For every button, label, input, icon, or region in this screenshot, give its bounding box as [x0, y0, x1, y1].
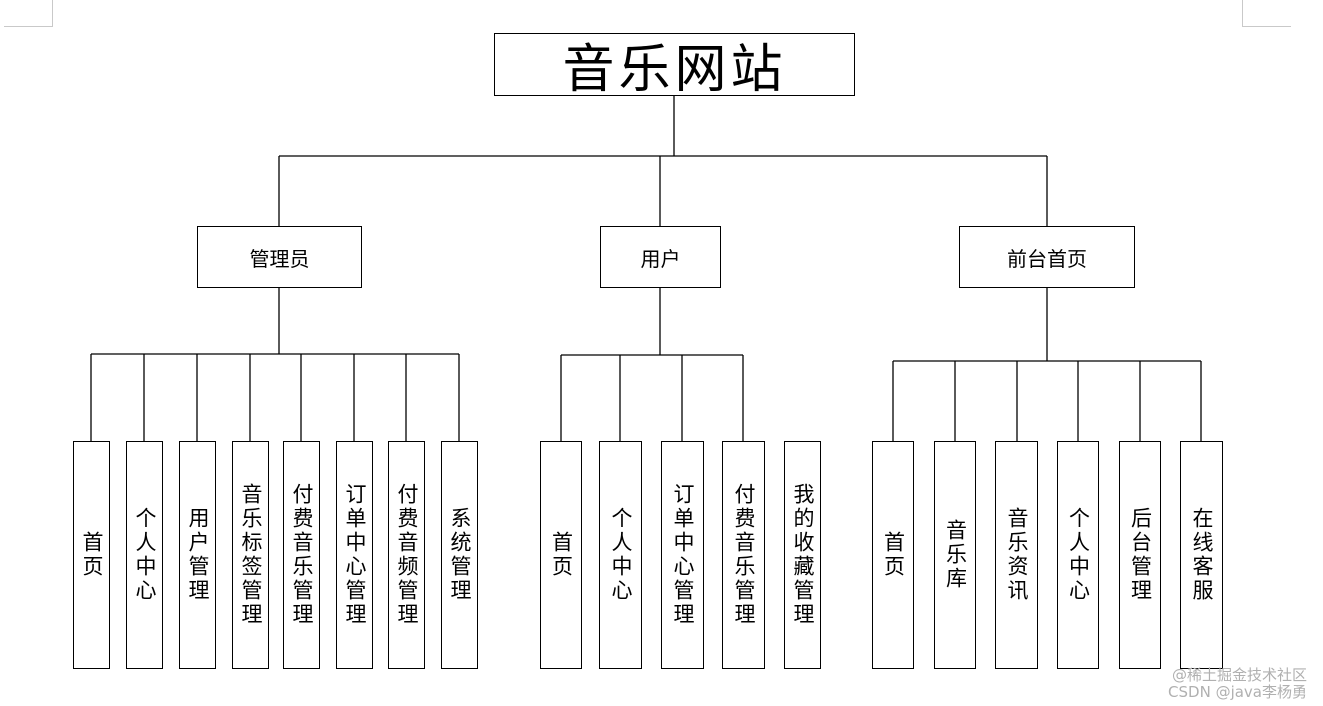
leaf-node-label: 音乐资讯: [1005, 507, 1029, 603]
leaf-node-label: 音乐标签管理: [239, 483, 263, 627]
leaf-node: 系统管理: [441, 441, 478, 669]
leaf-node-label: 用户管理: [186, 507, 210, 603]
leaf-node-label: 订单中心管理: [343, 483, 367, 627]
leaf-node-label: 首页: [549, 531, 574, 579]
root-node-title: 音乐网站: [494, 33, 855, 100]
root-node-label: 音乐网站: [562, 40, 787, 100]
leaf-node-label: 个人中心: [609, 507, 633, 603]
leaf-node-label: 系统管理: [448, 507, 472, 603]
leaf-node-label: 付费音频管理: [395, 483, 419, 627]
leaf-node-label: 个人中心: [133, 507, 157, 603]
leaf-node: 付费音频管理: [388, 441, 425, 669]
leaf-node-label: 付费音乐管理: [732, 483, 756, 627]
leaf-node-label: 订单中心管理: [671, 483, 695, 627]
group-node-admin: 管理员: [197, 226, 362, 288]
leaf-node-label: 个人中心: [1066, 507, 1091, 603]
group-node-user: 用户: [600, 226, 721, 288]
leaf-node: 付费音乐管理: [283, 441, 320, 669]
corner-mark-top-right: [1242, 0, 1291, 27]
leaf-node-label: 我的收藏管理: [791, 483, 815, 627]
group-node-label: 用户: [640, 246, 681, 271]
corner-mark-top-left: [4, 0, 53, 27]
leaf-node: 订单中心管理: [336, 441, 373, 669]
watermark-juejin: @稀土掘金技术社区: [1171, 666, 1307, 684]
leaf-node: 用户管理: [179, 441, 216, 669]
leaf-node: 音乐资讯: [995, 441, 1038, 669]
leaf-node: 我的收藏管理: [784, 441, 821, 669]
leaf-node: 首页: [872, 441, 914, 669]
group-node-frontend: 前台首页: [959, 226, 1135, 288]
leaf-node-label: 首页: [80, 531, 104, 579]
group-node-label: 管理员: [249, 246, 310, 271]
leaf-node-label: 在线客服: [1190, 507, 1214, 603]
leaf-node-label: 付费音乐管理: [290, 483, 314, 627]
leaf-node: 个人中心: [599, 441, 642, 669]
leaf-node: 个人中心: [126, 441, 163, 669]
leaf-node: 首页: [73, 441, 110, 669]
leaf-node: 音乐标签管理: [232, 441, 269, 669]
leaf-node: 在线客服: [1180, 441, 1223, 669]
leaf-node: 音乐库: [934, 441, 976, 669]
group-node-label: 前台首页: [1007, 246, 1087, 271]
leaf-node: 付费音乐管理: [722, 441, 765, 669]
leaf-node-label: 音乐库: [943, 519, 968, 591]
leaf-node: 个人中心: [1057, 441, 1099, 669]
leaf-node: 后台管理: [1119, 441, 1161, 669]
watermark-csdn: CSDN @java李杨勇: [1168, 683, 1307, 701]
leaf-node: 首页: [540, 441, 582, 669]
leaf-node: 订单中心管理: [661, 441, 704, 669]
leaf-node-label: 后台管理: [1128, 507, 1153, 603]
leaf-node-label: 首页: [881, 531, 906, 579]
